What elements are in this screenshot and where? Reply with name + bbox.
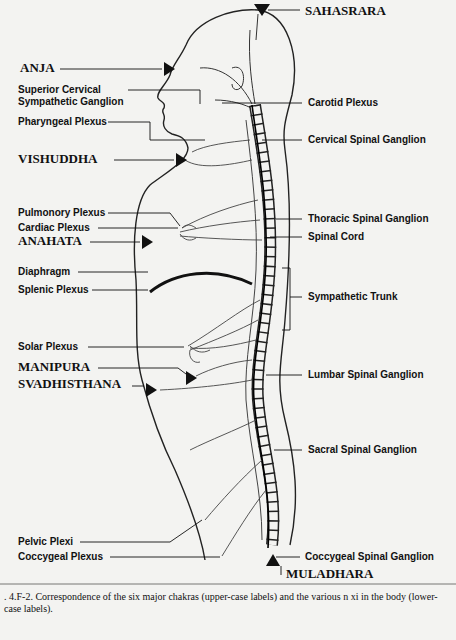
cranial-nerves [200,14,258,110]
nerve-branches [160,140,266,556]
caption-rule [0,584,456,585]
chakra-label: VISHUDDHA [18,152,97,167]
spine [255,105,273,545]
anatomy-label: Cervical Spinal Ganglion [308,134,426,146]
spinal-cord [252,105,269,548]
anatomy-label: Coccygeal Spinal Ganglion [305,551,434,563]
anatomy-label: Lumbar Spinal Ganglion [308,369,424,381]
figure-caption: . 4.F-2. Correspondence of the six major… [4,591,452,615]
sympathetic-trunk [246,120,262,540]
chakra-label: MULADHARA [286,567,373,582]
anatomy-label: Superior Cervical Sympathetic Ganglion [18,84,130,107]
anatomy-label: Sympathetic Trunk [308,291,397,303]
anatomy-label: Pulmonory Plexus [18,207,105,219]
anatomy-label: Splenic Plexus [18,284,89,296]
anatomy-label: Coccygeal Plexus [18,551,103,563]
anatomy-label: Thoracic Spinal Ganglion [308,213,429,225]
chakra-label: SVADHISTHANA [18,377,121,392]
chakra-label: ANAHATA [18,234,82,249]
diaphragm [150,273,252,292]
chakra-label: ANJA [20,61,55,76]
spine [255,105,273,545]
body-outline [134,10,258,560]
chakra-marker [142,4,280,566]
anatomy-label: Diaphragm [18,266,70,278]
anatomy-label: Pharyngeal Plexus [18,116,107,128]
anatomy-label: Carotid Plexus [308,97,378,109]
chakra-label: MANIPURA [18,360,90,375]
anatomy-label: Cardiac Plexus [18,222,90,234]
anatomy-label: Spinal Cord [308,231,364,243]
chakra-label: SAHASRARA [305,4,386,19]
anatomy-label: Solar Plexus [18,341,78,353]
anatomy-label: Pelvic Plexi [18,536,73,548]
ear [232,67,244,89]
vertebrae [255,105,273,545]
anatomy-label: Sacral Spinal Ganglion [308,444,417,456]
